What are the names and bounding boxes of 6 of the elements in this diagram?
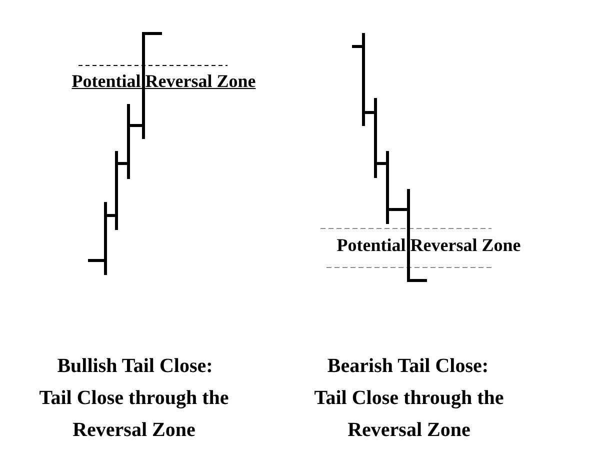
caption-text: Tail Close through the Reversal Zone xyxy=(313,386,505,443)
caption-heading: Bearish Tail Close: xyxy=(326,354,490,379)
caption-text: Tail Close through the Reversal Zone xyxy=(38,386,230,443)
zone-label: Potential Reversal Zone xyxy=(72,71,256,91)
caption-heading: Bullish Tail Close: xyxy=(56,354,214,379)
zone-label: Potential Reversal Zone xyxy=(336,235,521,255)
